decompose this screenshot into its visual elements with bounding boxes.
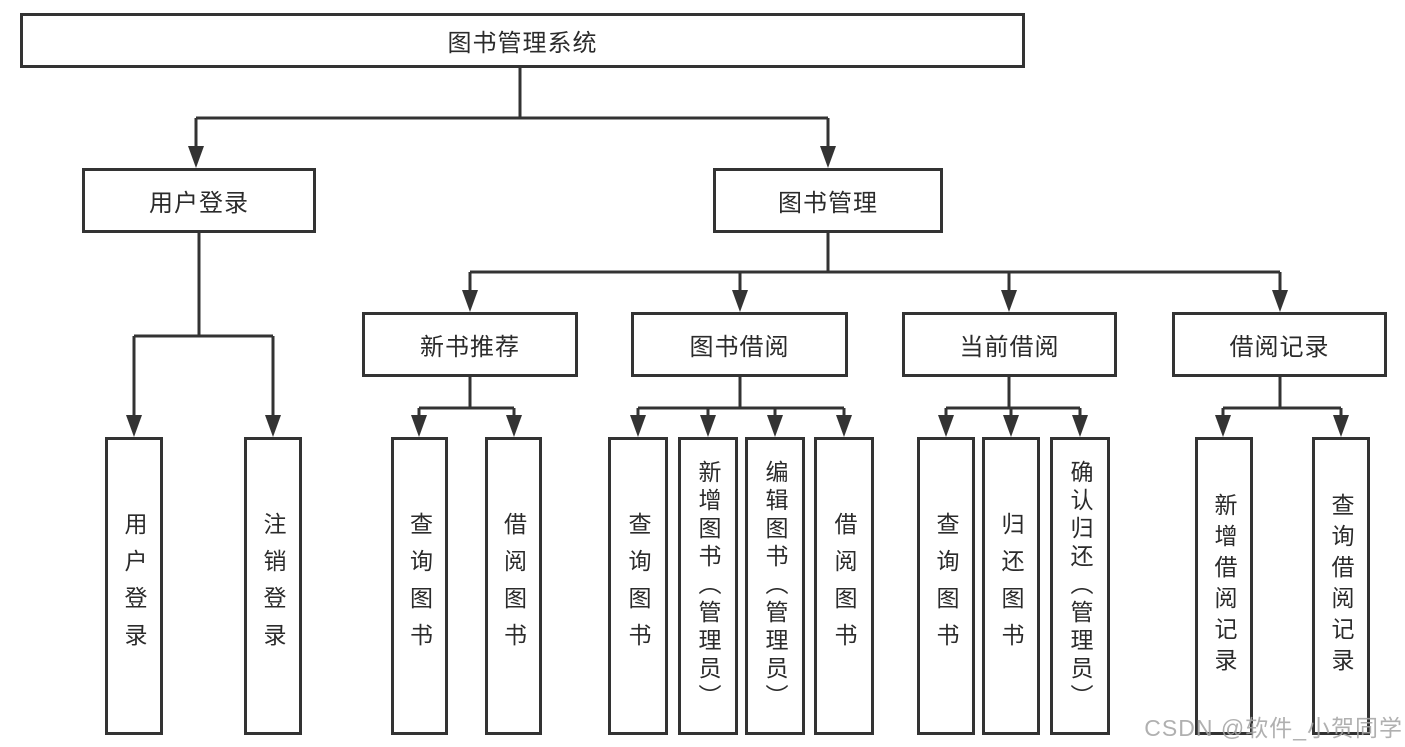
node-current-borrow: 当前借阅 xyxy=(902,312,1117,377)
arrowhead xyxy=(820,146,836,168)
arrowhead xyxy=(1333,415,1349,437)
leaf-query-book-1-label: 查询图书 xyxy=(406,512,433,660)
node-borrow-records-label: 借阅记录 xyxy=(1229,334,1330,361)
node-root-label: 图书管理系统 xyxy=(447,30,598,57)
node-user-login: 用户登录 xyxy=(82,168,316,233)
leaf-query-borrow-record-label: 查询借阅记录 xyxy=(1328,493,1354,679)
leaf-return-book-label: 归还图书 xyxy=(998,512,1024,660)
leaf-add-borrow-record: 新增借阅记录 xyxy=(1195,437,1253,735)
leaf-logout-label: 注销登录 xyxy=(260,512,286,660)
node-new-book-recommend-label: 新书推荐 xyxy=(420,334,520,361)
arrowhead xyxy=(411,415,427,437)
leaf-borrow-book-2-label: 借阅图书 xyxy=(831,512,857,660)
arrowhead xyxy=(630,415,646,437)
leaf-confirm-return-admin-label: 确认归还（管理员） xyxy=(1067,460,1093,712)
leaf-user-login: 用户登录 xyxy=(105,437,163,735)
leaf-add-borrow-record-label: 新增借阅记录 xyxy=(1211,493,1237,679)
leaf-edit-book-admin: 编辑图书（管理员） xyxy=(745,437,805,735)
arrowhead xyxy=(1003,415,1019,437)
node-borrow-records: 借阅记录 xyxy=(1172,312,1387,377)
leaf-query-book-2-label: 查询图书 xyxy=(625,512,651,660)
arrowhead xyxy=(700,415,716,437)
arrowheads xyxy=(126,146,1349,437)
leaf-query-book-3-label: 查询图书 xyxy=(933,512,959,660)
node-user-login-label: 用户登录 xyxy=(149,190,249,217)
arrowhead xyxy=(938,415,954,437)
leaf-query-book-2: 查询图书 xyxy=(608,437,668,735)
arrowhead xyxy=(126,415,142,437)
leaf-edit-book-admin-label: 编辑图书（管理员） xyxy=(762,460,788,712)
node-book-management: 图书管理 xyxy=(713,168,943,233)
arrowhead xyxy=(462,290,478,312)
node-new-book-recommend: 新书推荐 xyxy=(362,312,578,377)
node-book-management-label: 图书管理 xyxy=(778,190,878,217)
leaf-confirm-return-admin: 确认归还（管理员） xyxy=(1050,437,1110,735)
arrowhead xyxy=(265,415,281,437)
node-book-borrow: 图书借阅 xyxy=(631,312,848,377)
leaf-add-book-admin: 新增图书（管理员） xyxy=(678,437,738,735)
leaf-add-book-admin-label: 新增图书（管理员） xyxy=(695,460,721,712)
arrowhead xyxy=(1072,415,1088,437)
arrowhead xyxy=(732,290,748,312)
arrowhead xyxy=(1272,290,1288,312)
arrowhead xyxy=(767,415,783,437)
csdn-watermark: CSDN @软件_小贺同学 xyxy=(1144,715,1403,741)
leaf-query-borrow-record: 查询借阅记录 xyxy=(1312,437,1370,735)
leaf-user-login-label: 用户登录 xyxy=(121,512,147,660)
arrowhead xyxy=(188,146,204,168)
arrowhead xyxy=(1215,415,1231,437)
leaf-return-book: 归还图书 xyxy=(982,437,1040,735)
node-book-borrow-label: 图书借阅 xyxy=(689,334,790,361)
leaf-logout: 注销登录 xyxy=(244,437,302,735)
arrowhead xyxy=(1001,290,1017,312)
leaf-borrow-book-1: 借阅图书 xyxy=(485,437,542,735)
leaf-query-book-1: 查询图书 xyxy=(391,437,448,735)
node-root: 图书管理系统 xyxy=(20,13,1025,68)
leaf-borrow-book-2: 借阅图书 xyxy=(814,437,874,735)
node-current-borrow-label: 当前借阅 xyxy=(959,334,1060,361)
arrowhead xyxy=(836,415,852,437)
arrowhead xyxy=(506,415,522,437)
leaf-borrow-book-1-label: 借阅图书 xyxy=(500,512,527,660)
leaf-query-book-3: 查询图书 xyxy=(917,437,975,735)
